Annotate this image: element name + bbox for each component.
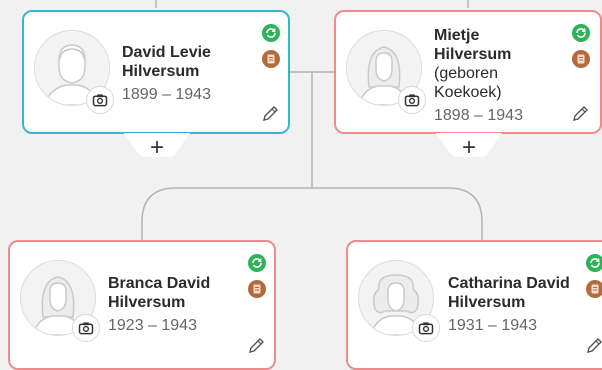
person-given-surname: Mietje Hilversum	[434, 27, 512, 63]
record-match-icon[interactable]	[262, 24, 280, 42]
person-dates: 1898 – 1943	[434, 107, 523, 124]
record-match-icon[interactable]	[586, 254, 602, 272]
person-name[interactable]: Mietje Hilversum (geboren Koekoek)	[434, 26, 534, 102]
camera-icon[interactable]	[398, 86, 426, 114]
record-match-icon[interactable]	[572, 24, 590, 42]
female-avatar-placeholder	[20, 260, 96, 336]
family-connector-lines	[141, 0, 483, 242]
camera-icon[interactable]	[86, 86, 114, 114]
camera-icon[interactable]	[72, 314, 100, 342]
add-relative-button[interactable]: +	[461, 134, 476, 161]
person-card-child-1[interactable]: Branca David Hilversum 1923 – 1943	[8, 240, 276, 370]
person-name[interactable]: David Levie Hilversum	[122, 44, 211, 80]
person-name[interactable]: Catharina David Hilversum	[448, 275, 570, 311]
pencil-icon[interactable]	[570, 104, 590, 124]
add-relative-button[interactable]: +	[149, 134, 164, 161]
person-card-mother[interactable]: Mietje Hilversum (geboren Koekoek) 1898 …	[334, 10, 602, 134]
female-avatar-placeholder	[346, 30, 422, 106]
document-icon[interactable]	[586, 280, 602, 298]
camera-icon[interactable]	[412, 314, 440, 342]
person-card-father[interactable]: David Levie Hilversum 1899 – 1943	[22, 10, 290, 134]
pencil-icon[interactable]	[260, 104, 280, 124]
person-card-child-2[interactable]: Catharina David Hilversum 1931 – 1943	[346, 240, 602, 370]
document-icon[interactable]	[262, 50, 280, 68]
pencil-icon[interactable]	[584, 336, 602, 356]
person-dates: 1931 – 1943	[448, 317, 537, 334]
person-name[interactable]: Branca David Hilversum	[108, 275, 211, 311]
record-match-icon[interactable]	[248, 254, 266, 272]
person-dates: 1923 – 1943	[108, 317, 197, 334]
add-relative-tab[interactable]	[436, 133, 502, 159]
male-avatar-placeholder	[34, 30, 110, 106]
person-maiden-name: (geboren Koekoek)	[434, 65, 502, 101]
document-icon[interactable]	[572, 50, 590, 68]
document-icon[interactable]	[248, 280, 266, 298]
add-relative-tab[interactable]	[124, 133, 190, 159]
person-dates: 1899 – 1943	[122, 86, 211, 103]
pencil-icon[interactable]	[246, 336, 266, 356]
